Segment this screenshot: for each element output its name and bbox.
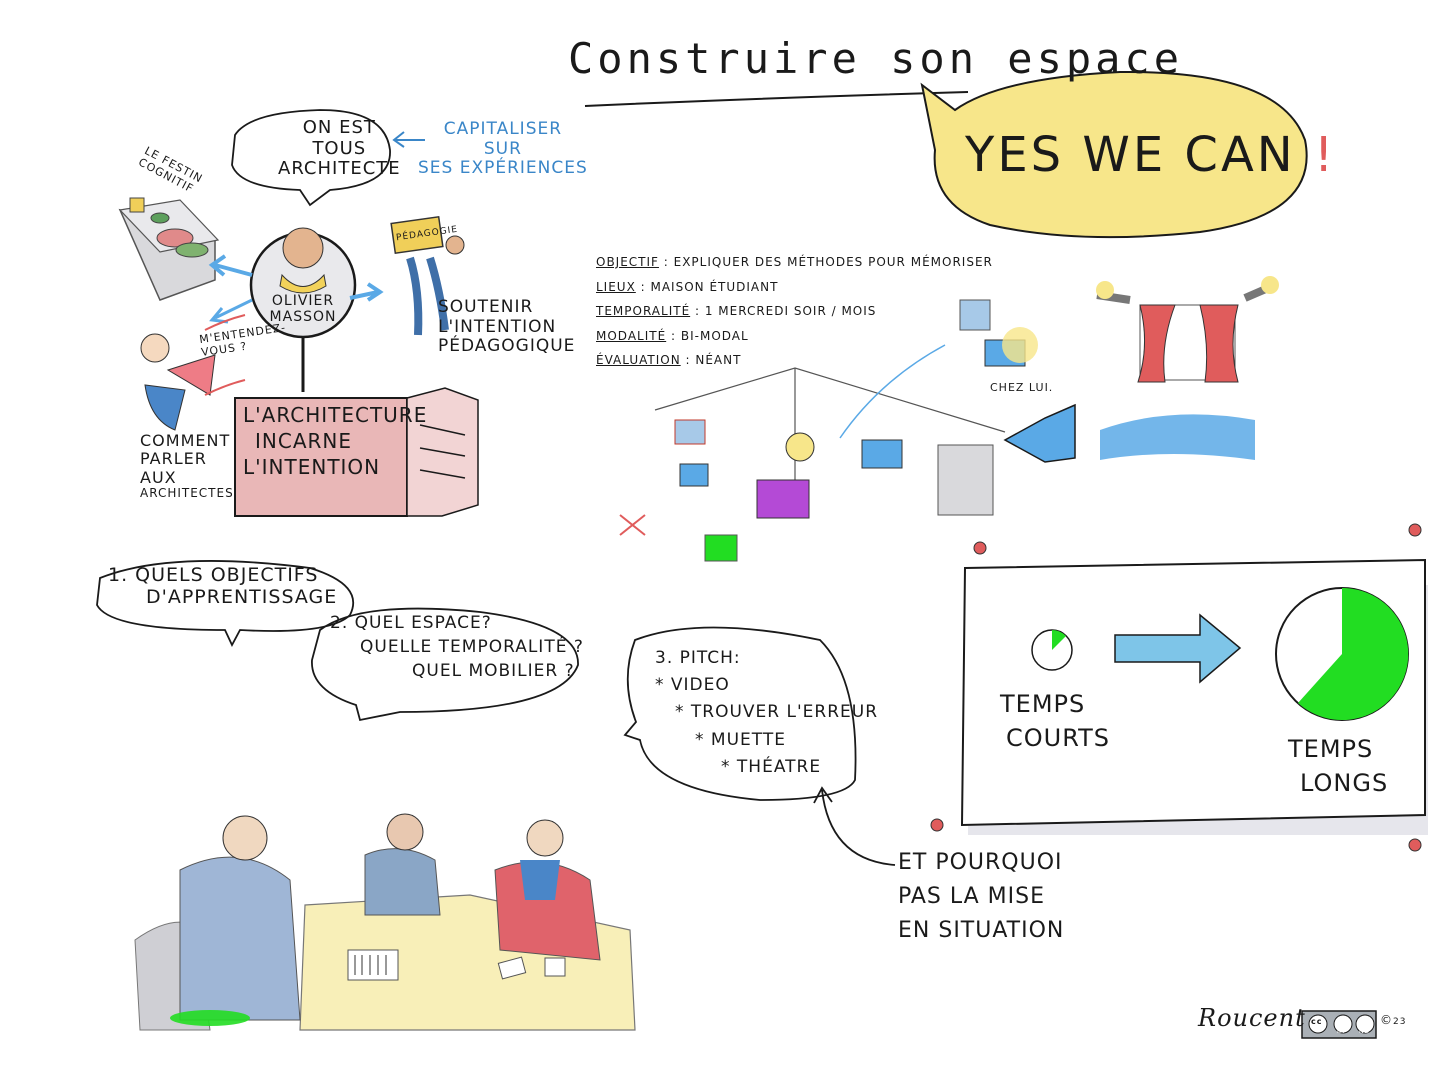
q2-line-2: QUELLE TEMPORALITÉ ? [360, 636, 584, 657]
temps-longs-line-1: TEMPS [1288, 735, 1374, 763]
info-label: OBJECTIF [596, 255, 659, 269]
arrow-capitaliser [392, 131, 425, 148]
license-year-value: 23 [1393, 1017, 1407, 1027]
megaphone [166, 354, 216, 396]
temps-longs: TEMPS LONGS [1288, 733, 1388, 800]
license-nd: ND [1359, 1028, 1371, 1035]
info-value: NÉANT [695, 353, 742, 368]
info-value: MAISON ÉTUDIANT [650, 279, 779, 294]
architecture-line-1: L'ARCHITECTURE [243, 403, 428, 427]
speech-bubble-architecte [231, 109, 391, 207]
signature: Roucent [1198, 1004, 1306, 1032]
person-name: OLIVIER MASSON [264, 293, 342, 325]
comment-line-1: COMMENT [140, 431, 231, 450]
yes-bubble-text: YES WE CAN ! [965, 127, 1337, 183]
architecture-note: L'ARCHITECTURE INCARNE L'INTENTION [243, 402, 427, 480]
speech-architecte: ON EST TOUS ARCHITECTE [278, 117, 401, 180]
info-row: ÉVALUATION : NÉANT [596, 353, 742, 368]
pourquoi-line-2: PAS LA MISE [898, 884, 1046, 910]
soutenir-line-2: L'INTENTION [438, 316, 557, 337]
info-row: LIEUX : MAISON ÉTUDIANT [596, 279, 779, 294]
soutenir-line-3: PÉDAGOGIQUE [438, 336, 576, 357]
q1-bubble [96, 560, 355, 648]
title-underline [584, 91, 969, 107]
q2-line-3: QUEL MOBILIER ? [412, 660, 575, 681]
q2-line-1: 2. QUEL ESPACE? [330, 613, 492, 633]
comment-line-4: ARCHITECTES [140, 486, 234, 501]
soutenir-note: SOUTENIR L'INTENTION PÉDAGOGIQUE [438, 297, 576, 357]
info-value: BI-MODAL [680, 328, 749, 343]
q3-line-3: * TROUVER L'ERREUR [675, 702, 879, 723]
arrow-time [1114, 613, 1242, 684]
pourquoi-note: ET POURQUOI PAS LA MISE EN SITUATION [898, 846, 1064, 948]
speech-line-2: TOUS [312, 137, 367, 159]
q3-line-4: * MUETTE [695, 729, 786, 750]
info-label: MODALITÉ [596, 328, 667, 343]
q3-line-2: * VIDEO [655, 675, 730, 696]
chez-lui-label: CHEZ LUI. [990, 381, 1054, 394]
architecture-line-3: L'INTENTION [243, 455, 381, 479]
info-value: EXPLIQUER DES MÉTHODES POUR MÉMORISER [673, 255, 993, 269]
comment-line-3: AUX [140, 467, 177, 487]
license-cc: cc [1311, 1017, 1323, 1026]
q3-line-1: 3. PITCH: [655, 648, 741, 668]
info-list: OBJECTIF : EXPLIQUER DES MÉTHODES POUR M… [596, 250, 993, 373]
capitaliser-line-2: SUR [483, 138, 522, 159]
info-row: OBJECTIF : EXPLIQUER DES MÉTHODES POUR M… [596, 255, 993, 269]
comment-note: COMMENT PARLER AUX ARCHITECTES [140, 431, 234, 501]
info-label: LIEUX [596, 279, 636, 294]
q3-text: 3. PITCH: * VIDEO * TROUVER L'ERREUR * M… [655, 645, 878, 781]
person-last-name: MASSON [269, 309, 337, 326]
speech-line-1: ON EST [302, 117, 376, 138]
soutenir-line-1: SOUTENIR [438, 297, 534, 317]
capitaliser-line-1: CAPITALISER [443, 119, 563, 139]
q3-line-5: * THÉATRE [721, 756, 822, 777]
info-label: TEMPORALITÉ [596, 304, 691, 319]
info-value: 1 MERCREDI SOIR / MOIS [704, 304, 877, 319]
arrow-left-blue [208, 254, 253, 277]
pourquoi-line-1: ET POURQUOI [898, 850, 1063, 875]
architecture-line-2: INCARNE [255, 429, 352, 453]
license-year: ©23 [1380, 1013, 1407, 1027]
comment-line-2: PARLER [140, 449, 207, 469]
yes-text: YES WE CAN [965, 127, 1296, 183]
temps-courts-line-1: TEMPS [1000, 690, 1086, 718]
info-row: MODALITÉ : BI-MODAL [596, 328, 749, 343]
person-first-name: OLIVIER [271, 293, 335, 309]
arrow-pourquoi [813, 786, 896, 866]
arrow-big-blue [1003, 403, 1076, 463]
info-label: ÉVALUATION [596, 353, 681, 368]
exclamation-mark: ! [1313, 127, 1337, 183]
q1-line-2: D'APPRENTISSAGE [146, 585, 338, 608]
q1-text: 1. QUELS OBJECTIFS D'APPRENTISSAGE [108, 564, 338, 609]
q2-text: 2. QUEL ESPACE? QUELLE TEMPORALITÉ ? QUE… [330, 612, 584, 683]
yes-bubble [920, 70, 1308, 239]
q1-line-1: 1. QUELS OBJECTIFS [108, 564, 319, 586]
speech-line-3: ARCHITECTE [278, 158, 401, 180]
license-by: BY [1337, 1028, 1347, 1035]
page-title: Construire son espace [568, 34, 1184, 83]
temps-courts: TEMPS COURTS [1000, 688, 1110, 755]
capitaliser-note: CAPITALISER SUR SES EXPÉRIENCES [418, 119, 588, 179]
architecture-block [234, 397, 408, 517]
temps-longs-line-2: LONGS [1300, 768, 1389, 797]
temps-courts-line-2: COURTS [1006, 723, 1111, 752]
info-row: TEMPORALITÉ : 1 MERCREDI SOIR / MOIS [596, 304, 877, 319]
pourquoi-line-3: EN SITUATION [898, 918, 1065, 944]
q2-bubble [311, 607, 579, 722]
capitaliser-line-3: SES EXPÉRIENCES [418, 158, 588, 179]
q3-bubble [623, 626, 857, 801]
pedagogie-box [390, 215, 444, 255]
arrow-right-blue [349, 282, 384, 302]
